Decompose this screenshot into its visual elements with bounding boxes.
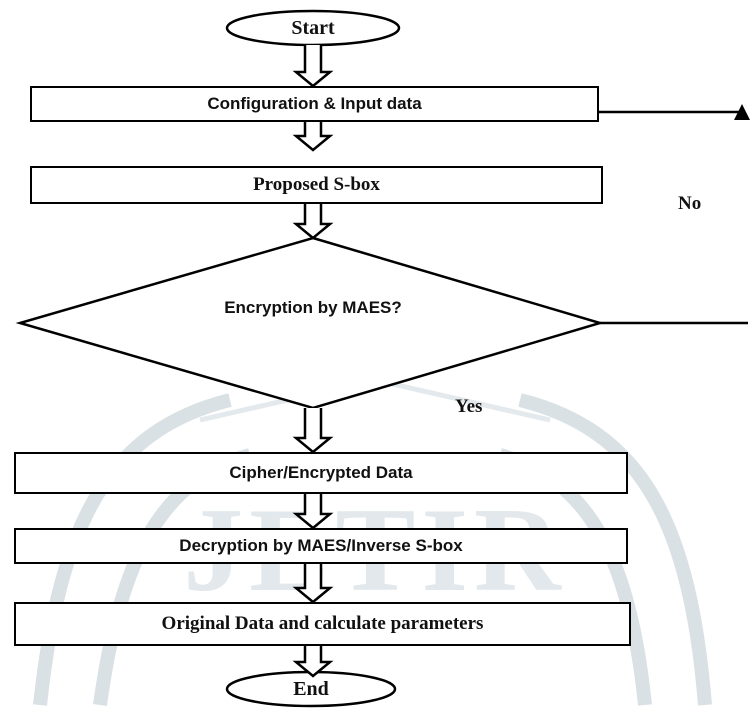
no-branch-label: No	[678, 193, 702, 214]
arrow-start-to-config	[292, 45, 334, 88]
arrow-cipher-to-decrypt	[292, 494, 334, 530]
arrow-config-to-sbox	[292, 101, 334, 152]
decision-label: Encryption by MAES?	[224, 298, 402, 317]
arrow-original-to-end	[292, 646, 334, 678]
original-data-label: Original Data and calculate parameters	[161, 613, 484, 634]
config-input-box: Configuration & Input data	[30, 86, 599, 122]
decision-diamond-shape	[15, 236, 605, 410]
decryption-box: Decryption by MAES/Inverse S-box	[14, 528, 628, 564]
cipher-data-box: Cipher/Encrypted Data	[14, 452, 628, 494]
start-label: Start	[291, 17, 335, 39]
proposed-sbox-label: Proposed S-box	[253, 174, 380, 195]
proposed-sbox-box: Proposed S-box	[30, 166, 603, 204]
arrow-decrypt-to-original	[292, 563, 334, 604]
original-data-box: Original Data and calculate parameters	[14, 602, 631, 646]
arrow-decision-to-cipher	[292, 408, 334, 454]
decryption-label: Decryption by MAES/Inverse S-box	[179, 536, 463, 555]
config-input-label: Configuration & Input data	[207, 94, 422, 113]
yes-branch-label: Yes	[455, 396, 483, 417]
arrow-sbox-to-decision	[292, 198, 334, 240]
no-branch-arrowhead	[734, 104, 750, 120]
end-label: End	[293, 678, 329, 700]
cipher-data-label: Cipher/Encrypted Data	[229, 463, 413, 482]
